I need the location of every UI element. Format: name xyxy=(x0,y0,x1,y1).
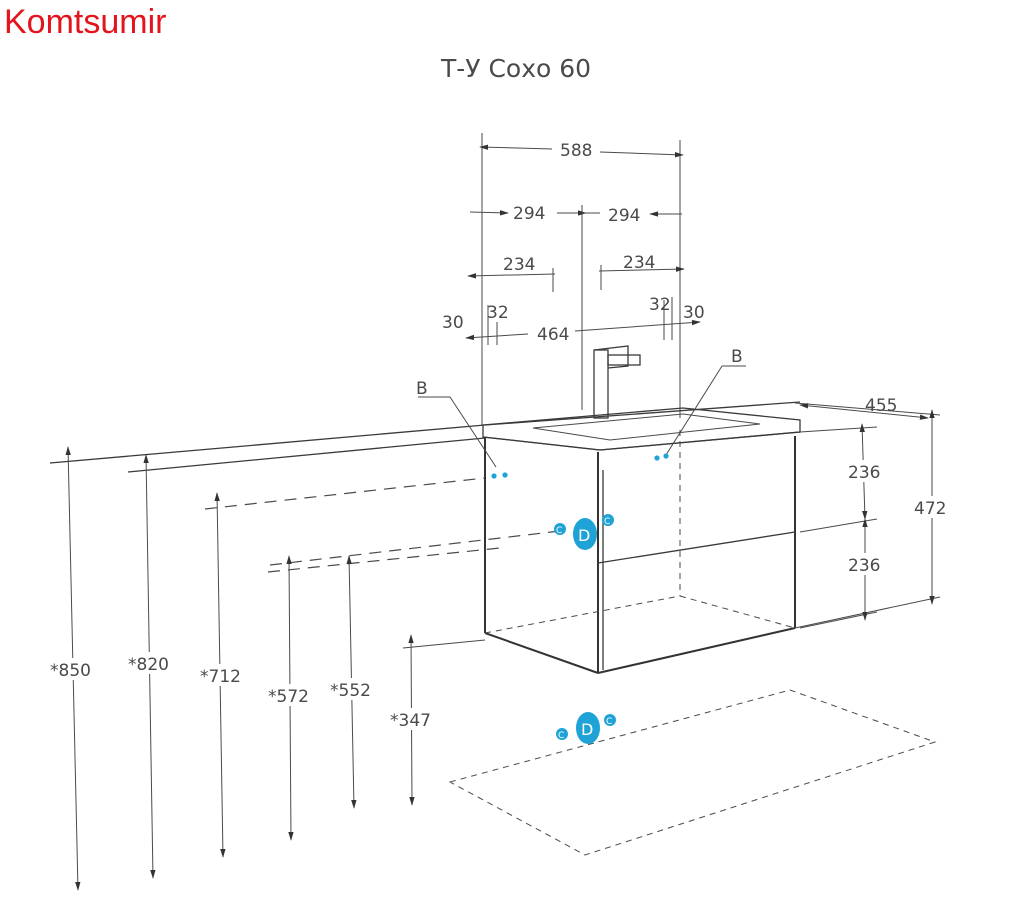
marker-c-wall-left-icon xyxy=(554,523,566,535)
dim-total-height: 472 xyxy=(914,499,946,519)
marker-d-floor: D xyxy=(581,720,593,739)
brand-logo-text: Komtsumir xyxy=(4,3,167,41)
dim-depth: 455 xyxy=(865,396,897,416)
dim-half-left: 294 xyxy=(513,204,545,224)
dim-height-347: *347 xyxy=(390,711,431,731)
dim-edge-left: 30 xyxy=(442,313,464,333)
dim-inner-left: 234 xyxy=(503,255,535,275)
dim-height-712: *712 xyxy=(200,667,241,687)
top-dimension-lines xyxy=(465,133,701,425)
marker-b-right: B xyxy=(731,347,743,367)
marker-b-left: B xyxy=(416,379,428,399)
top-dimension-labels: 588 294 294 234 234 30 32 464 32 30 xyxy=(442,141,705,345)
left-height-labels: *850 *820 *712 *572 *552 *347 xyxy=(48,652,436,731)
marker-d-wall-icon xyxy=(573,518,597,550)
dim-drawer-top: 236 xyxy=(848,463,880,483)
dim-center-span: 464 xyxy=(537,325,569,345)
dim-height-820: *820 xyxy=(128,655,169,675)
marker-c-floor-left: C xyxy=(558,731,564,741)
floor-outline xyxy=(448,689,937,856)
marker-c-wall-right: C xyxy=(604,517,610,527)
dim-inner-right: 234 xyxy=(623,253,655,273)
dim-hole-right: 32 xyxy=(649,295,671,315)
dim-drawer-bottom: 236 xyxy=(848,556,880,576)
dim-height-552: *552 xyxy=(330,681,371,701)
dim-edge-right: 30 xyxy=(683,303,705,323)
marker-d-floor-icon xyxy=(576,712,600,744)
floor-connection-markers: C D C xyxy=(556,712,616,744)
b-markers: B B xyxy=(416,347,746,479)
product-title: Т-У Соxо 60 xyxy=(440,54,591,83)
dim-height-572: *572 xyxy=(268,687,309,707)
wall-connection-markers: C D C xyxy=(554,514,614,550)
marker-c-wall-right-icon xyxy=(602,514,614,526)
dim-hole-left: 32 xyxy=(487,303,509,323)
marker-c-floor-right-icon xyxy=(604,714,616,726)
faucet-icon xyxy=(593,345,641,419)
dim-half-right: 294 xyxy=(608,206,640,226)
marker-c-floor-left-icon xyxy=(556,728,568,740)
right-dimension-labels: 455 236 236 472 xyxy=(846,396,952,576)
dim-height-850: *850 xyxy=(50,661,91,681)
marker-c-wall-left: C xyxy=(556,526,562,536)
marker-c-floor-right: C xyxy=(606,717,612,727)
marker-d-wall: D xyxy=(578,526,590,545)
vanity-cabinet xyxy=(482,407,801,674)
dim-overall-width: 588 xyxy=(560,141,592,161)
left-height-lines xyxy=(49,401,801,891)
